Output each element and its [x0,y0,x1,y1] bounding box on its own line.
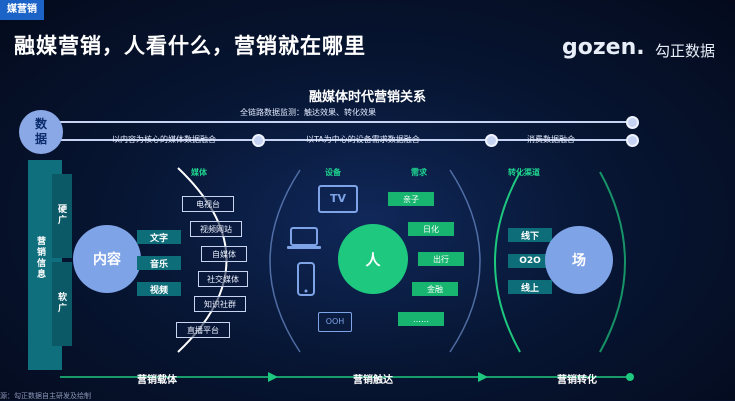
bottom-arrow-1 [268,372,278,382]
content-type-text: 文字 [137,230,181,244]
footnote: 源：勾正数据自主研发及绘制 [0,392,91,400]
media-item-knowledge-community: 知识社群 [194,296,246,312]
soft-ad-label: 软广 [56,292,66,314]
timeline-label-1: 以内容为核心的媒体数据融合 [112,135,216,144]
bottom-label-carrier: 营销载体 [137,375,177,386]
demand-more: …… [398,312,444,326]
demand-parenting: 亲子 [388,192,434,206]
media-item-tv-station: 电视台 [182,196,234,212]
soft-ad-bar [52,262,72,346]
phone-icon [297,262,315,296]
hard-ad-label: 硬广 [56,204,66,226]
data-node-line1: 数 [34,117,47,131]
person-node: 人 [338,224,408,294]
channel-offline: 线下 [508,228,552,242]
brand-logo: gozen. [562,35,645,60]
timeline-bottom-end-dot [626,134,639,147]
content-node: 内容 [73,225,141,293]
device-arc-right [449,169,481,353]
media-item-social-media: 社交媒体 [198,271,248,287]
section-label-device: 设备 [325,168,341,177]
demand-travel: 出行 [418,252,464,266]
marketing-info-label: 营销信息 [35,236,45,280]
timeline-top-line [60,121,635,123]
laptop-icon [287,227,321,249]
ooh-icon: OOH [318,312,352,332]
content-type-video: 视频 [137,282,181,296]
media-item-self-media: 自媒体 [201,246,247,262]
section-label-demand: 需求 [411,168,427,177]
timeline-label-3: 消费数据融合 [527,135,575,144]
timeline-dot-1 [252,134,265,147]
timeline-dot-2 [485,134,498,147]
channel-arc-left [494,171,521,353]
media-item-video-site: 视频网站 [190,221,242,237]
corner-tag: 媒营销 [0,0,44,20]
timeline-top-end-dot [626,116,639,129]
diagram-title: 融媒体时代营销关系 [308,90,426,105]
hard-ad-bar [52,174,72,258]
brand-logo-cn: 勾正数据 [655,42,716,60]
section-label-media: 媒体 [191,168,207,177]
data-node: 数据 [19,110,63,154]
bottom-label-reach: 营销触达 [353,375,393,386]
channel-online: 线上 [508,280,552,294]
data-node-line2: 据 [34,132,47,146]
content-type-music: 音乐 [137,256,181,270]
bottom-end-dot [626,373,634,381]
bottom-arrow-2 [478,372,488,382]
timeline-bottom-line [60,139,635,141]
demand-daily-chemical: 日化 [408,222,454,236]
device-arc-left [269,169,301,353]
timeline-top-label: 全链路数据监测：触达效果、转化效果 [240,108,376,117]
tv-icon: TV [318,185,358,213]
venue-node: 场 [545,226,613,294]
bottom-label-conversion: 营销转化 [557,375,597,386]
page-title: 融媒营销，人看什么，营销就在哪里 [14,34,366,58]
channel-o2o: O2O [508,254,552,268]
demand-finance: 金融 [412,282,458,296]
timeline-label-2: 以TA为中心的设备需求数据融合 [306,135,420,144]
channel-arc-right [599,171,626,353]
media-item-live-platform: 直播平台 [176,322,230,338]
section-label-channel: 转化渠道 [508,168,540,177]
